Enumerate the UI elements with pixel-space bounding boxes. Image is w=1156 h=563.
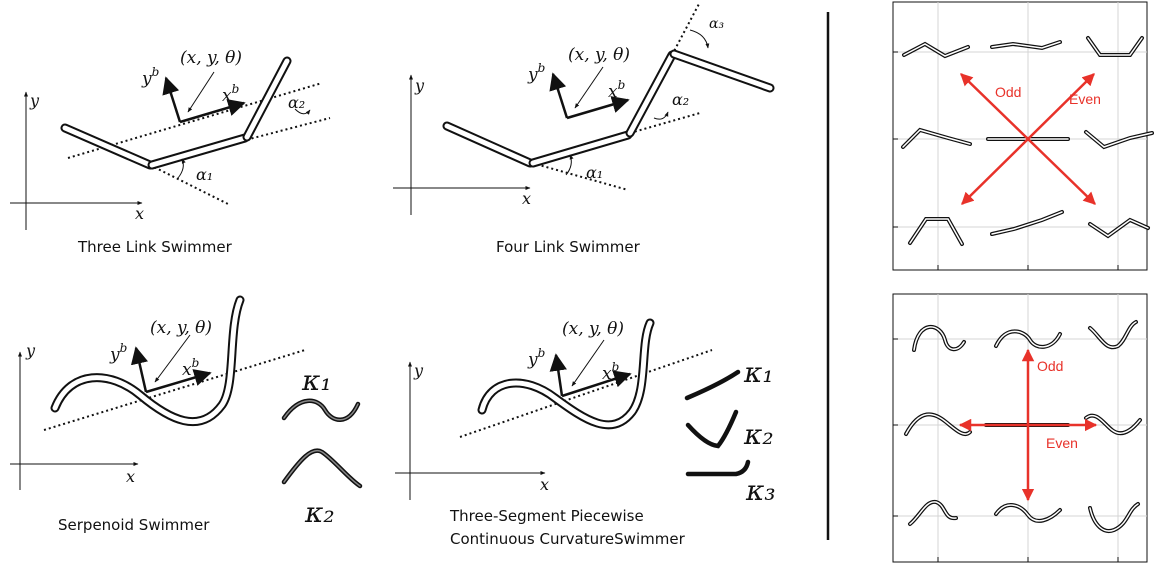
x-axis-label: x xyxy=(540,475,549,494)
kappa3-shape xyxy=(685,459,751,477)
serpenoid-caption: Serpenoid Swimmer xyxy=(58,516,210,534)
y-axis-label: y xyxy=(414,76,425,95)
x-axis-label: x xyxy=(522,189,531,208)
alpha2-label: α₂ xyxy=(672,90,689,109)
alpha1-label: α₁ xyxy=(586,163,603,182)
y-axis-label: y xyxy=(413,361,424,380)
xb-arrow xyxy=(561,370,632,398)
xb-arrow xyxy=(179,99,246,124)
pose-label: (x, y, θ) xyxy=(568,45,630,65)
piecewise-caption-line1: Three-Segment Piecewise xyxy=(449,507,644,525)
yb-arrow xyxy=(549,353,567,397)
yb-arrow xyxy=(130,346,149,393)
alpha1-arc xyxy=(177,158,186,179)
alpha2-arc xyxy=(653,111,669,120)
y-axis-label: y xyxy=(25,341,36,360)
pose-pointer xyxy=(571,339,605,387)
four-link-body xyxy=(442,49,775,168)
yb-arrow xyxy=(549,72,569,119)
y-axis-label: y xyxy=(29,91,40,110)
xb-arrow xyxy=(145,369,212,394)
pose-label: (x, y, θ) xyxy=(150,318,212,338)
alpha3-label: α₃ xyxy=(709,16,724,32)
alpha2-arc xyxy=(294,108,311,115)
kappa1-shape xyxy=(281,398,361,422)
three-link-body xyxy=(60,56,292,170)
kappa2-label: κ₂ xyxy=(743,418,774,451)
alpha1-arc xyxy=(565,154,574,176)
even-arrow-down-left xyxy=(961,138,1029,205)
three-link-caption: Three Link Swimmer xyxy=(77,238,233,256)
reference-dotted-line xyxy=(531,162,629,191)
pose-label: (x, y, θ) xyxy=(180,48,242,68)
kappa1-label: κ₁ xyxy=(301,364,332,397)
top-even-label: Even xyxy=(1069,91,1101,107)
body-axis-dotted-line xyxy=(459,349,713,438)
kappa3-label: κ₃ xyxy=(745,474,776,507)
odd-arrow-down-right xyxy=(1027,138,1096,205)
xb-arrow xyxy=(566,96,630,120)
top-odd-label: Odd xyxy=(995,84,1021,100)
four-link-swimmer-panel: x y (x, y, θ) xb yb α₁ α₂ α₃ Four Link S… xyxy=(393,1,775,256)
yb-label: yb xyxy=(109,341,127,365)
three-link-shape-grid: Odd Even xyxy=(892,1,1154,271)
kappa2-shape xyxy=(685,409,739,449)
pose-label: (x, y, θ) xyxy=(562,319,624,339)
body-axis-dotted-line xyxy=(67,82,323,159)
kappa2-label: κ₂ xyxy=(304,496,335,529)
xb-label: xb xyxy=(222,82,239,106)
yb-label: yb xyxy=(527,61,545,85)
x-axis-label: x xyxy=(126,467,135,486)
xb-label: xb xyxy=(602,360,619,384)
kappa1-shape xyxy=(684,369,741,401)
four-link-caption: Four Link Swimmer xyxy=(496,238,641,256)
yb-label: yb xyxy=(527,346,545,370)
piecewise-swimmer-panel: x y (x, y, θ) xb yb κ₁ κ₂ κ₃ Three-Segme… xyxy=(395,318,776,548)
pose-pointer xyxy=(187,71,215,113)
bottom-odd-label: Odd xyxy=(1037,358,1063,374)
alpha3-arc xyxy=(689,29,710,49)
yb-label: yb xyxy=(141,65,159,89)
piecewise-caption-line2: Continuous CurvatureSwimmer xyxy=(450,530,686,548)
serpenoid-swimmer-panel: x y (x, y, θ) xb yb κ₁ κ₂ Serpenoid Swim… xyxy=(10,295,363,534)
even-arrow-up-right xyxy=(1027,73,1095,140)
reference-dotted-line xyxy=(149,164,231,206)
yb-arrow xyxy=(162,76,182,123)
odd-arrow-up-left xyxy=(960,73,1029,140)
reference-dotted-line xyxy=(629,112,701,134)
xb-label: xb xyxy=(608,78,625,102)
xb-label: xb xyxy=(182,356,199,380)
kappa1-label: κ₁ xyxy=(743,356,774,389)
pose-pointer xyxy=(574,66,604,109)
alpha2-label: α₂ xyxy=(288,93,305,112)
bottom-even-label: Even xyxy=(1046,435,1078,451)
body-axis-dotted-line xyxy=(43,349,306,431)
pose-pointer xyxy=(154,334,191,383)
serpenoid-shape-grid: Odd Even xyxy=(892,293,1148,563)
x-axis-label: x xyxy=(135,204,144,223)
alpha1-label: α₁ xyxy=(196,165,213,184)
serpenoid-body xyxy=(50,295,245,427)
piecewise-body xyxy=(477,318,655,430)
reference-dotted-line xyxy=(671,1,701,56)
three-link-swimmer-panel: x y (x, y, θ) xb yb α₁ α₂ Three Link Swi… xyxy=(10,48,331,256)
